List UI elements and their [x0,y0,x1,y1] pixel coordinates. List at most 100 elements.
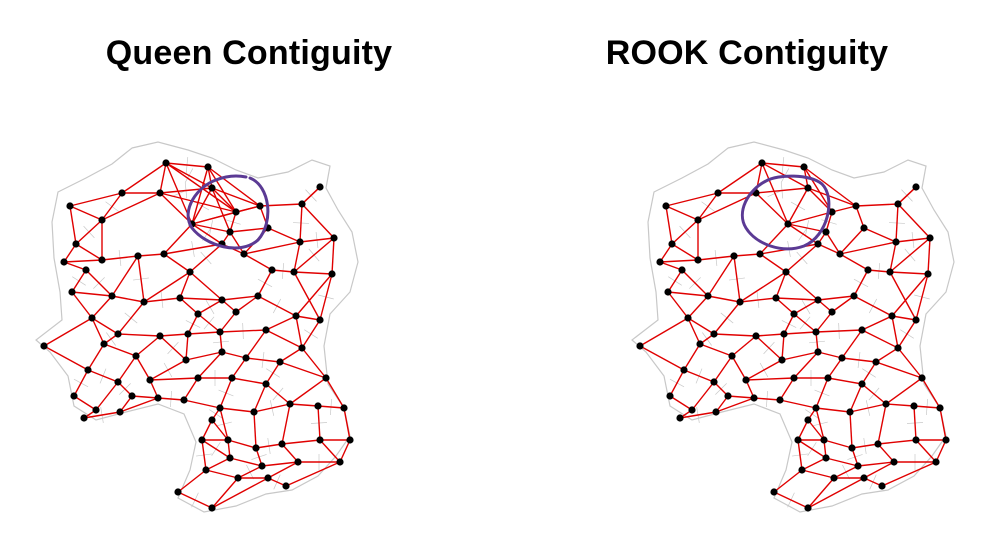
rook-node [814,240,822,248]
rook-node [790,374,798,382]
queen-edge [163,253,191,273]
rook-edge [681,269,709,297]
queen-edge [187,331,221,335]
rook-edge [779,399,817,409]
rook-node [924,270,932,278]
rook-node [882,400,890,408]
queen-edge [179,297,199,315]
queen-node [336,458,344,466]
rook-node [892,238,900,246]
queen-edge [85,269,113,297]
queen-edge [211,187,261,207]
rook-node [696,340,704,348]
queen-edge [101,192,123,221]
queen-edge [221,351,247,359]
rook-edge [773,469,803,493]
rook-edge [801,469,835,479]
queen-edge [253,403,291,413]
queen-edge [149,359,187,381]
queen-node [226,454,234,462]
queen-node [290,268,298,276]
rook-edge [855,205,865,229]
rook-edge [733,255,741,303]
rook-edge [745,359,783,381]
rook-node [858,380,866,388]
rook-edge [713,355,733,383]
queen-node [134,252,142,260]
rook-edge [823,439,853,449]
rook-node [936,404,944,412]
rook-node [836,250,844,258]
queen-node [160,250,168,258]
rook-node [704,292,712,300]
rook-edge [781,351,819,361]
queen-node [278,440,286,448]
rook-node [812,404,820,412]
queen-edge [289,403,319,407]
queen-node [66,202,74,210]
rook-node [854,462,862,470]
queen-edge [71,269,87,293]
queen-node [292,312,300,320]
rook-edge [927,237,931,275]
rook-edge [669,369,685,397]
rook-node [874,440,882,448]
rook-edge [861,315,893,331]
rook-edge [687,317,701,345]
rook-edge [815,329,863,333]
queen-edge [317,405,345,409]
rook-node [770,488,778,496]
rook-edge [707,295,741,303]
rook-edge [755,187,809,194]
rook-node [942,436,950,444]
queen-node [208,504,216,512]
rook-edge [773,491,809,509]
queen-edge [207,166,261,207]
queen-node [218,348,226,356]
rook-edge [803,166,833,213]
queen-edge [157,397,185,401]
queen-edge [243,253,273,271]
rook-edge [863,227,897,243]
queen-edge [177,469,207,493]
queen-node [216,404,224,412]
queen-node [252,444,260,452]
queen-edge [191,223,231,233]
rook-edge [803,166,857,207]
queen-edge [101,192,161,221]
rook-edge [857,461,895,467]
rook-edge [753,397,781,401]
rook-node [694,216,702,224]
rook-node [636,342,644,350]
rook-edge [669,395,693,411]
rook-edge [787,187,809,225]
rook-edge [793,313,817,333]
queen-edge [185,351,223,361]
queen-node [60,258,68,266]
rook-edge [713,301,741,335]
rook-edge [853,295,893,317]
queen-edge [317,405,321,441]
queen-node [276,358,284,366]
queen-edge [267,461,299,479]
rook-edge [683,343,701,371]
queen-edge [159,335,187,361]
rook-edge [793,351,819,379]
rook-node [782,268,790,276]
rook-node [684,314,692,322]
queen-node [258,462,266,470]
queen-nodes [40,159,354,512]
rook-edge [877,443,895,463]
queen-edge [159,333,189,337]
rook-highlight-circle [740,174,831,251]
queen-node [316,316,324,324]
rook-edge [885,377,923,405]
rook-edge [659,259,699,263]
queen-node [254,292,262,300]
queen-edge [205,457,231,471]
queen-edge [179,297,223,301]
queen-edge [185,333,189,361]
rook-node [886,268,894,276]
rook-edge [895,237,931,243]
queen-region-boundary [35,141,359,513]
